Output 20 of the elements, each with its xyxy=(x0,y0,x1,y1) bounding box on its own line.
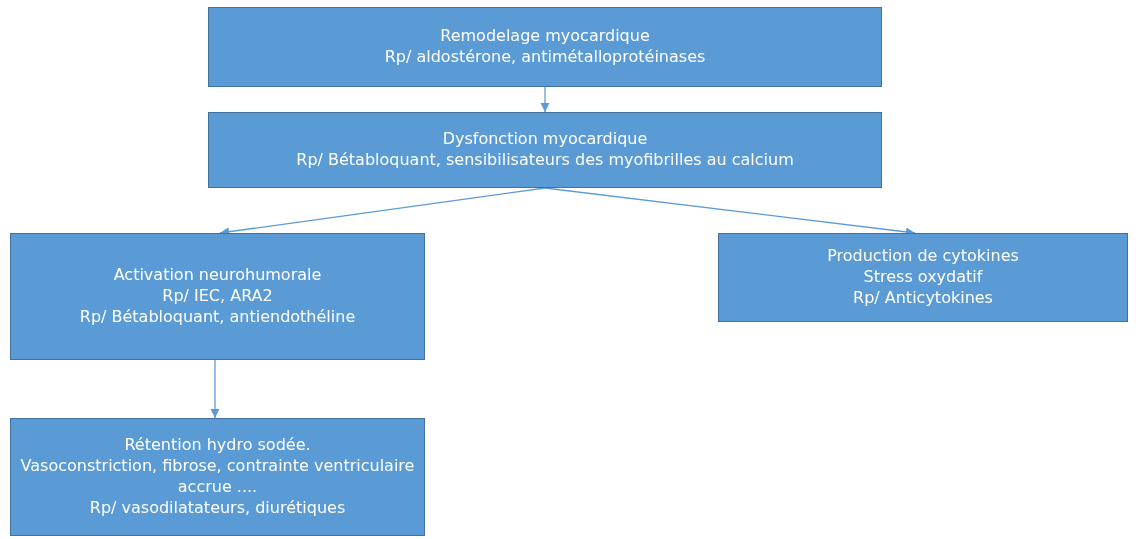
box-text: Production de cytokines xyxy=(827,246,1019,268)
box-text: Rp/ Anticytokines xyxy=(853,287,993,309)
process-box xyxy=(718,233,1128,322)
arrow xyxy=(210,359,220,419)
box-text: Rp/ Bétabloquant, sensibilisateurs des myofibrilles au calcium xyxy=(296,150,794,171)
box-text: Rp/ Bétabloquant, antiendothéline xyxy=(79,306,356,328)
box-text: Rp/ aldostérone, antimétalloprotéinases xyxy=(384,47,706,68)
arrow xyxy=(540,86,550,113)
box-text: Stress oxydatif xyxy=(863,267,983,288)
process-box xyxy=(10,233,425,360)
box-text: Dysfonction myocardique xyxy=(442,129,648,150)
box-text: Rétention hydro sodée. xyxy=(124,435,311,457)
box-text: Rp/ IEC, ARA2 xyxy=(162,286,273,307)
box-text: Remodelage myocardique xyxy=(440,26,650,47)
box-text: Activation neurohumorale xyxy=(113,265,322,287)
box-text: Vasoconstriction, fibrose, contrainte ventriculaire accrue .... xyxy=(19,456,416,498)
process-box xyxy=(10,418,425,536)
process-box xyxy=(208,112,882,188)
process-box xyxy=(208,7,882,87)
box-text: Rp/ vasodilatateurs, diurétiques xyxy=(89,497,346,519)
